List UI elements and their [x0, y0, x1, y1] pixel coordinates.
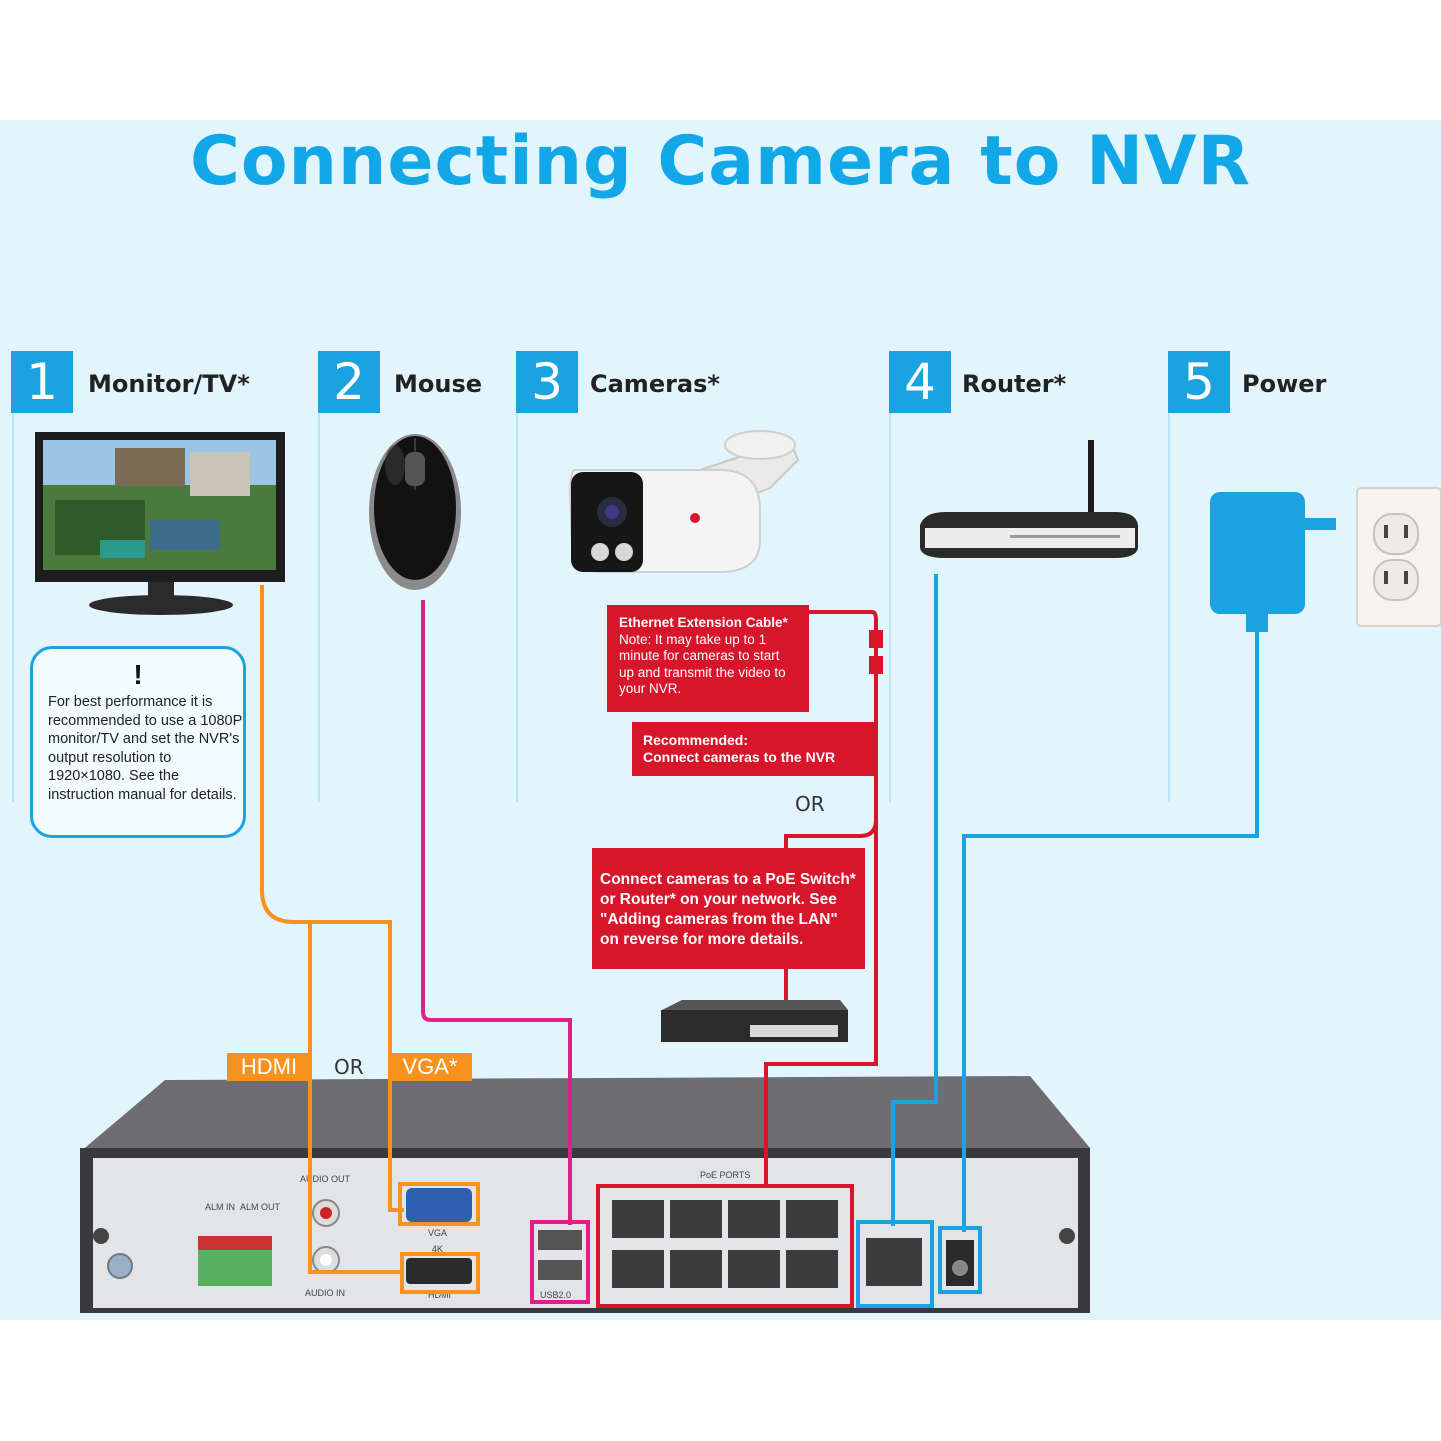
- power-cable: [962, 632, 1259, 1232]
- hdmi-4k-label: 4K: [432, 1244, 443, 1254]
- hdmi-vga-or-label: OR: [334, 1055, 364, 1079]
- power-adapter-icon: [1210, 492, 1336, 632]
- step-label-router: Router*: [962, 370, 1067, 398]
- poe-ports-highlight: [596, 1184, 854, 1308]
- monitor-note-callout: ! For best performance it is recommended…: [30, 646, 246, 838]
- poe-switch-note-text: Connect cameras to a PoE Switch* or Rout…: [600, 871, 856, 948]
- camera-ethernet-cable: [764, 610, 878, 1188]
- ethernet-note-body: Note: It may take up to 1 minute for cam…: [619, 631, 786, 697]
- guide-line-2: [318, 412, 320, 802]
- mouse-icon: [369, 434, 461, 590]
- ethernet-extension-note: Ethernet Extension Cable* Note: It may t…: [607, 605, 809, 712]
- poe-switch-cable: [784, 819, 878, 1000]
- vga-port-highlight: [398, 1182, 480, 1226]
- step-label-cameras: Cameras*: [590, 370, 720, 398]
- poe-ports-label: PoE PORTS: [700, 1170, 750, 1180]
- usb-port-highlight: [530, 1220, 590, 1304]
- ethernet-connector-icon: [869, 630, 883, 648]
- ethernet-note-title: Ethernet Extension Cable*: [619, 615, 788, 630]
- step-label-power: Power: [1242, 370, 1327, 398]
- step-number-2: 2: [318, 351, 380, 413]
- guide-line-5: [1168, 412, 1170, 802]
- or-separator: OR: [795, 792, 825, 816]
- recommended-line-1: Recommended:: [643, 732, 749, 748]
- vga-tag: VGA*: [388, 1053, 472, 1081]
- hdmi-port-label: HDMI: [428, 1290, 451, 1300]
- step-number-4: 4: [889, 351, 951, 413]
- guide-line-3: [516, 412, 518, 802]
- recommended-note: Recommended: Connect cameras to the NVR: [632, 722, 876, 776]
- step-number-3: 3: [516, 351, 578, 413]
- poe-switch-icon: [661, 1000, 848, 1042]
- monitor-icon: [35, 432, 285, 615]
- usb-port-label: USB2.0: [540, 1290, 571, 1300]
- guide-line-4: [889, 412, 891, 802]
- monitor-video-cable: [260, 585, 404, 1212]
- warning-icon: !: [133, 659, 143, 690]
- mouse-cable: [421, 600, 572, 1225]
- step-label-monitor: Monitor/TV*: [88, 370, 250, 398]
- audio-in-label: AUDIO IN: [305, 1288, 345, 1298]
- vga-port-label: VGA: [428, 1228, 447, 1238]
- audio-out-label: AUDIO OUT: [300, 1174, 351, 1184]
- bullet-camera-icon: [568, 430, 800, 573]
- router-icon: [920, 440, 1138, 558]
- guide-line-1: [12, 412, 14, 802]
- page-title: Connecting Camera to NVR: [189, 122, 1252, 201]
- step-number-5: 5: [1168, 351, 1230, 413]
- alarm-in-label: ALM IN: [205, 1202, 235, 1212]
- ethernet-connector-icon: [869, 656, 883, 674]
- router-network-cable: [891, 574, 938, 1226]
- monitor-note-text: For best performance it is recommended t…: [48, 694, 243, 803]
- recommended-line-2: Connect cameras to the NVR: [643, 749, 836, 765]
- power-port-highlight: [938, 1226, 982, 1294]
- nvr-recorder-icon: [80, 1076, 1090, 1313]
- wall-outlet-icon: [1356, 487, 1441, 627]
- step-label-mouse: Mouse: [394, 370, 483, 398]
- poe-switch-note: Connect cameras to a PoE Switch* or Rout…: [592, 848, 865, 969]
- alarm-out-label: ALM OUT: [240, 1202, 281, 1212]
- hdmi-cable: [308, 922, 404, 1274]
- hdmi-tag: HDMI: [227, 1053, 311, 1081]
- step-number-1: 1: [11, 351, 73, 413]
